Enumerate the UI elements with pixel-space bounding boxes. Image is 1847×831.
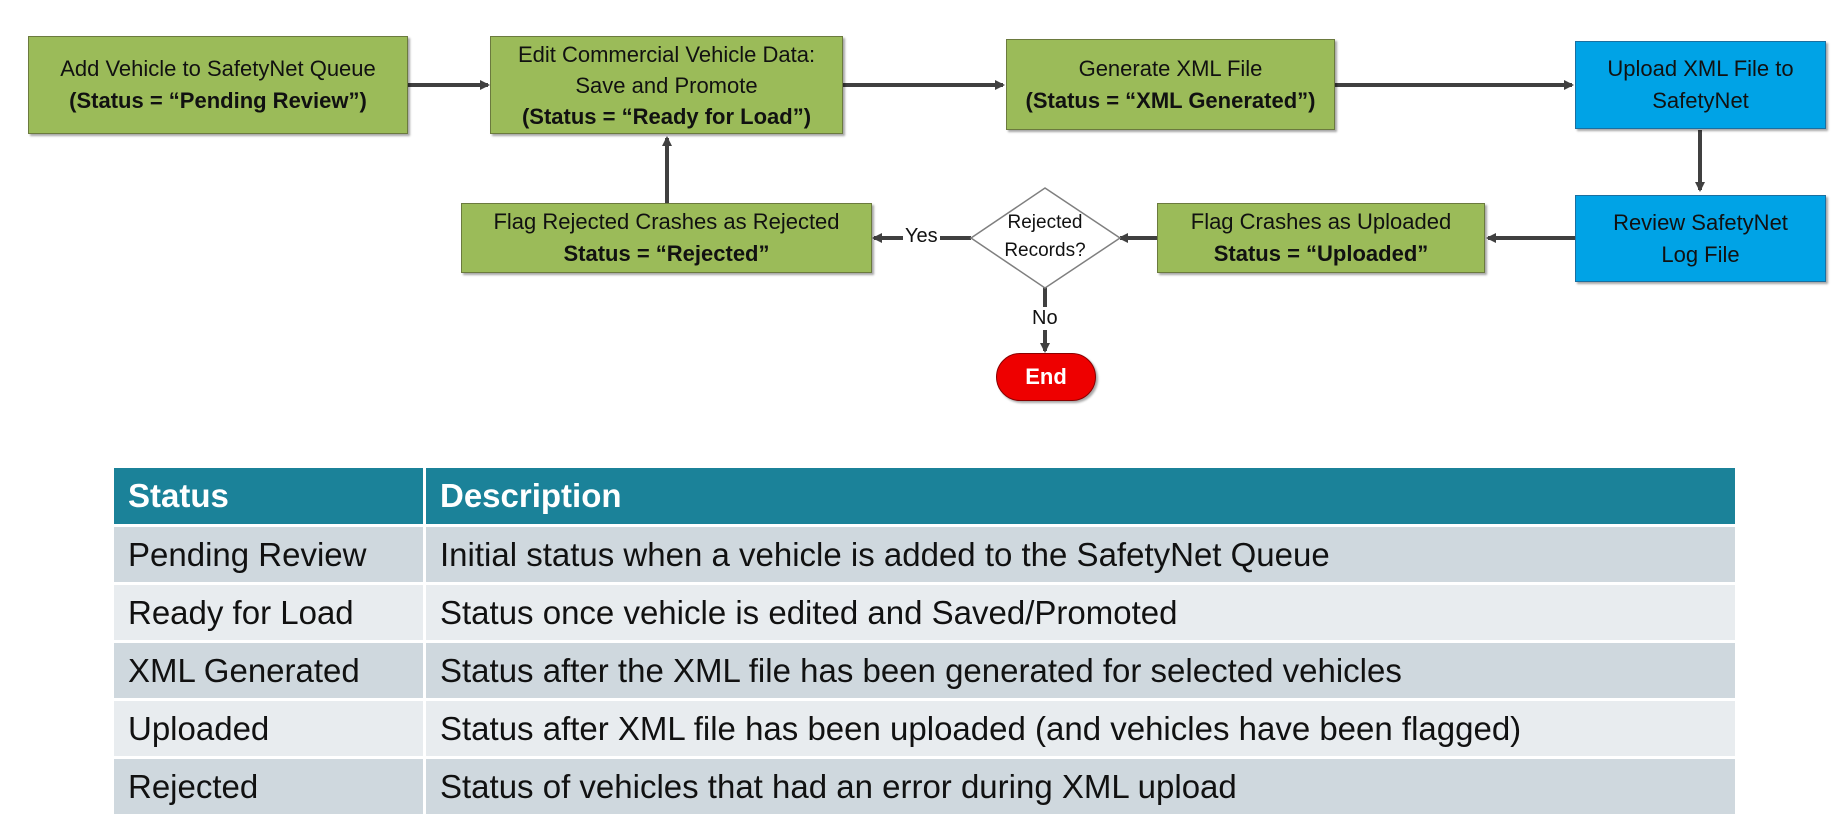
description-cell: Status after XML file has been uploaded …	[424, 698, 1738, 758]
flag-uploaded-title: Flag Crashes as Uploaded	[1190, 209, 1452, 234]
table-row: XML Generated Status after the XML file …	[114, 640, 1738, 700]
decision-label: Rejected Records?	[985, 209, 1105, 265]
description-cell: Initial status when a vehicle is added t…	[424, 524, 1738, 584]
table-row: Rejected Status of vehicles that had an …	[114, 756, 1738, 814]
description-cell: Status once vehicle is edited and Saved/…	[424, 582, 1738, 642]
flag-rejected-status: Status = “Rejected”	[563, 241, 770, 266]
upload-xml-line2: SafetyNet	[1652, 88, 1749, 113]
review-log-line1: Review SafetyNet	[1613, 209, 1788, 235]
status-cell: Rejected	[114, 756, 426, 814]
status-table: Status Description Pending Review Initia…	[114, 468, 1738, 814]
table-header-row: Status Description	[114, 468, 1738, 526]
description-cell: Status of vehicles that had an error dur…	[424, 756, 1738, 814]
upload-xml-line1: Upload XML File to	[1607, 56, 1794, 81]
decision-line2: Records?	[1004, 240, 1086, 261]
yes-label: Yes	[903, 225, 940, 248]
edit-vehicle-step: Edit Commercial Vehicle Data: Save and P…	[490, 36, 843, 134]
table-row: Uploaded Status after XML file has been …	[114, 698, 1738, 758]
decision-diamond	[969, 187, 1122, 289]
review-log-step: Review SafetyNet Log File	[1575, 195, 1826, 282]
generate-xml-title: Generate XML File	[1078, 55, 1263, 81]
edit-vehicle-title: Edit Commercial Vehicle Data:	[517, 41, 816, 67]
flag-uploaded-status: Status = “Uploaded”	[1213, 241, 1429, 266]
edit-vehicle-subtitle: Save and Promote	[575, 72, 758, 98]
decision-line1: Rejected	[1007, 212, 1083, 233]
flag-rejected-title: Flag Rejected Crashes as Rejected	[493, 209, 840, 234]
description-cell: Status after the XML file has been gener…	[424, 640, 1738, 700]
status-cell: Ready for Load	[114, 582, 426, 642]
add-vehicle-status: (Status = “Pending Review”)	[69, 88, 367, 113]
status-cell: Pending Review	[114, 524, 426, 584]
header-status: Status	[114, 468, 426, 526]
end-terminator: End	[996, 353, 1096, 401]
table-row: Pending Review Initial status when a veh…	[114, 524, 1738, 584]
add-vehicle-title: Add Vehicle to SafetyNet Queue	[60, 56, 376, 81]
generate-xml-status: (Status = “XML Generated”)	[1025, 87, 1316, 113]
no-label: No	[1030, 307, 1060, 330]
edit-vehicle-status: (Status = “Ready for Load”)	[521, 103, 812, 129]
add-vehicle-step: Add Vehicle to SafetyNet Queue (Status =…	[28, 36, 408, 134]
review-log-line2: Log File	[1661, 241, 1740, 267]
upload-xml-step: Upload XML File to SafetyNet	[1575, 41, 1826, 129]
flag-uploaded-step: Flag Crashes as Uploaded Status = “Uploa…	[1157, 203, 1485, 273]
status-cell: Uploaded	[114, 698, 426, 758]
header-description: Description	[424, 468, 1738, 526]
generate-xml-step: Generate XML File (Status = “XML Generat…	[1006, 39, 1335, 130]
flag-rejected-step: Flag Rejected Crashes as Rejected Status…	[461, 203, 872, 273]
status-cell: XML Generated	[114, 640, 426, 700]
table-row: Ready for Load Status once vehicle is ed…	[114, 582, 1738, 642]
